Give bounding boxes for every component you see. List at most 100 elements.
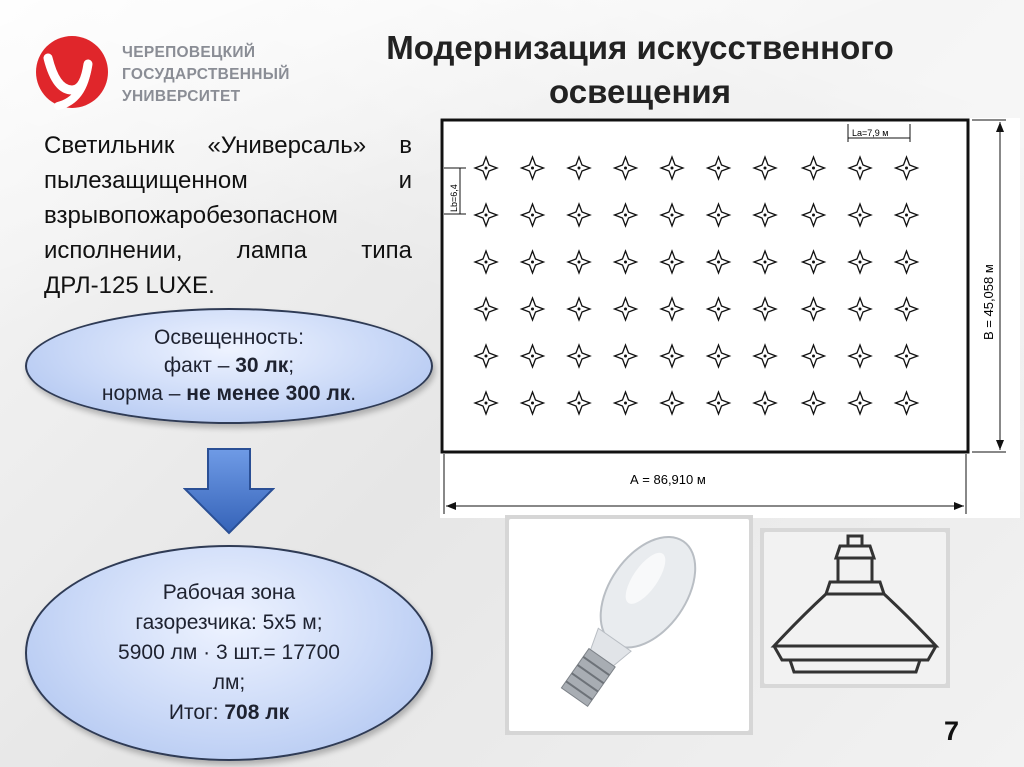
fixture-symbol-icon [893, 249, 920, 275]
lighting-layout-plan: Lа=7,9 м Lb=6,4 В = 45,058 м А = 86,910 … [440, 118, 1020, 518]
work-zone-total: Итог: 708 лк [169, 698, 289, 728]
fixture-symbol-icon [752, 202, 778, 228]
fixture-center-dot [905, 260, 908, 264]
norm-label: норма – [101, 382, 187, 405]
page-number: 7 [944, 716, 960, 746]
fixture-center-dot [531, 260, 534, 264]
fixture-symbol-icon [566, 249, 592, 275]
fixture-center-dot [577, 354, 581, 358]
fixture-symbol-icon [659, 155, 685, 181]
fixture-center-dot [577, 213, 581, 217]
fixture-symbol-icon [847, 343, 873, 369]
fixture-symbol-icon [800, 343, 827, 369]
fixture-center-dot [858, 213, 862, 217]
down-arrow-icon [183, 448, 275, 535]
fixture-center-dot [624, 213, 627, 217]
fixture-center-dot [905, 307, 908, 311]
fixture-center-dot [624, 260, 627, 264]
fixture-center-dot [484, 307, 488, 311]
university-name-line: ЧЕРЕПОВЕЦКИЙ [122, 44, 256, 61]
fixture-center-dot [905, 213, 908, 217]
slide-title-line: освещения [549, 73, 731, 110]
fixture-center-dot [812, 166, 815, 170]
fixture-symbol-icon [847, 390, 873, 416]
fixture-symbol-icon [566, 343, 592, 369]
fixture-center-dot [624, 166, 627, 170]
fixture-symbol-icon [612, 202, 639, 228]
fixture-center-dot [577, 166, 581, 170]
fixture-center-dot [763, 166, 767, 170]
fixture-symbol-icon [847, 296, 873, 322]
total-value: 708 лк [224, 701, 290, 724]
fixture-symbol-icon [705, 343, 732, 369]
fact-suffix: ; [288, 354, 295, 377]
fixture-center-dot [484, 401, 488, 405]
fixture-center-dot [812, 213, 815, 217]
fixture-center-dot [763, 307, 767, 311]
total-label: Итог: [168, 701, 225, 724]
height-dimension-label: В = 45,058 м [981, 264, 996, 340]
fixture-symbol-icon [800, 202, 827, 228]
fixture-symbol-icon [752, 296, 778, 322]
fixture-symbol-icon [612, 343, 639, 369]
fixture-center-dot [763, 354, 767, 358]
fixture-symbol-icon [659, 343, 685, 369]
illuminance-fact: факт – 30 лк; [164, 352, 294, 380]
fixture-symbol-icon [659, 390, 685, 416]
fixture-symbol-icon [473, 390, 499, 416]
fixture-symbol-icon [847, 155, 873, 181]
fixture-symbol-icon [893, 202, 920, 228]
illuminance-norm: норма – не менее 300 лк. [102, 380, 356, 408]
fixture-center-dot [812, 307, 815, 311]
university-name-line: УНИВЕРСИТЕТ [122, 88, 241, 105]
fixture-symbol-icon [612, 296, 639, 322]
fixture-symbol-icon [705, 390, 732, 416]
fixture-center-dot [717, 401, 720, 405]
la-dimension-label: Lа=7,9 м [852, 128, 888, 138]
fixture-symbol-icon [519, 202, 546, 228]
fixture-symbol-icon [752, 343, 778, 369]
fixture-symbol-icon [566, 390, 592, 416]
fixture-center-dot [531, 213, 534, 217]
fixture-symbol-icon [473, 202, 499, 228]
fixture-center-dot [577, 307, 581, 311]
fixture-symbol-icon [705, 202, 732, 228]
fixture-symbol-icon [893, 343, 920, 369]
lamp-bulb-image [505, 515, 753, 735]
fixture-center-dot [624, 307, 627, 311]
fixture-symbol-icon [800, 155, 827, 181]
fixture-symbol-icon [519, 296, 546, 322]
fixture-center-dot [624, 401, 627, 405]
fixture-symbol-icon [519, 390, 546, 416]
university-logo-icon [36, 36, 108, 110]
fixture-center-dot [717, 166, 720, 170]
norm-value: не менее 300 лк [186, 382, 351, 405]
fixture-center-dot [670, 213, 674, 217]
fixture-center-dot [484, 354, 488, 358]
fixture-symbol-icon [473, 343, 499, 369]
fixture-center-dot [577, 401, 581, 405]
fixture-symbol-icon [705, 296, 732, 322]
fixture-center-dot [531, 401, 534, 405]
fixture-symbol-icon [659, 249, 685, 275]
fixture-center-dot [905, 166, 908, 170]
fixture-center-dot [484, 260, 488, 264]
fixture-symbol-icon [800, 296, 827, 322]
fixture-center-dot [717, 260, 720, 264]
fixture-symbol-icon [800, 249, 827, 275]
fixture-symbol-icon [893, 390, 920, 416]
width-dimension-label: А = 86,910 м [630, 472, 706, 487]
fixture-center-dot [577, 260, 581, 264]
fixture-center-dot [624, 354, 627, 358]
fixture-symbol-icon [659, 296, 685, 322]
fixture-symbol-icon [473, 296, 499, 322]
fixture-symbol-icon [893, 296, 920, 322]
room-outline [440, 118, 970, 454]
fixture-center-dot [858, 354, 862, 358]
fixture-center-dot [670, 166, 674, 170]
fixture-center-dot [858, 401, 862, 405]
fixture-center-dot [858, 166, 862, 170]
fixture-symbol-icon [752, 155, 778, 181]
fixture-center-dot [531, 307, 534, 311]
fixture-center-dot [531, 354, 534, 358]
